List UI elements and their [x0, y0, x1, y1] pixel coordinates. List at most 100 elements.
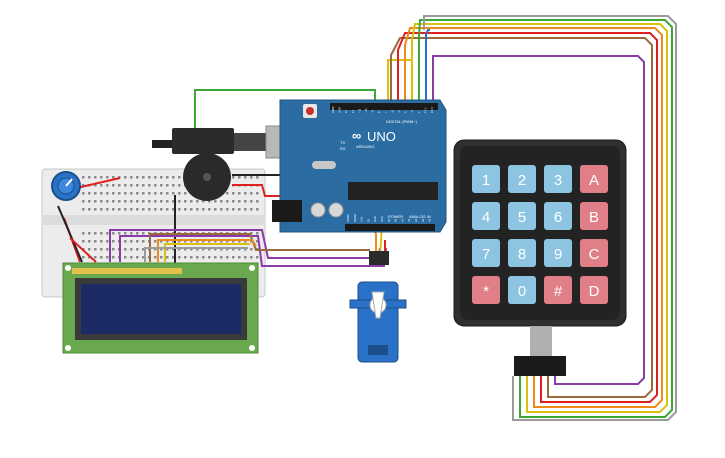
breadboard-hole: [232, 192, 235, 195]
keypad-key-D[interactable]: D: [580, 276, 608, 304]
breadboard-hole: [94, 176, 97, 179]
wire-keypad-5: [418, 19, 673, 418]
keypad-key-label: *: [483, 283, 489, 300]
breadboard-hole: [250, 200, 253, 203]
breadboard-hole: [154, 176, 157, 179]
breadboard-hole: [202, 208, 205, 211]
keypad-key-1[interactable]: 1: [472, 165, 500, 193]
keypad-key-B[interactable]: B: [580, 202, 608, 230]
pin-label: Vin: [387, 218, 391, 222]
keypad-key-A[interactable]: A: [580, 165, 608, 193]
breadboard-hole: [244, 208, 247, 211]
breadboard-hole: [136, 232, 139, 235]
breadboard-hole: [82, 200, 85, 203]
wire-keypad-4: [411, 23, 668, 413]
breadboard-hole: [232, 248, 235, 251]
wire-yellow-lcd: [164, 243, 250, 262]
breadboard-hole: [118, 200, 121, 203]
breadboard-hole: [160, 248, 163, 251]
breadboard-hole: [250, 248, 253, 251]
breadboard-hole: [238, 176, 241, 179]
breadboard-hole: [94, 208, 97, 211]
breadboard-hole: [256, 208, 259, 211]
breadboard-hole: [112, 200, 115, 203]
pin-label: RX 0: [430, 107, 434, 113]
pin-label: 7: [384, 111, 388, 113]
breadboard-hole: [184, 192, 187, 195]
breadboard-hole: [196, 208, 199, 211]
breadboard-hole: [112, 208, 115, 211]
keypad-key-label: 9: [554, 246, 562, 263]
breadboard-hole: [166, 176, 169, 179]
breadboard-hole: [178, 256, 181, 259]
breadboard-hole: [214, 256, 217, 259]
breadboard-hole: [190, 248, 193, 251]
power-label: POWER: [388, 214, 403, 219]
breadboard-hole: [256, 240, 259, 243]
keypad-key-2[interactable]: 2: [508, 165, 536, 193]
keypad-key-5[interactable]: 5: [508, 202, 536, 230]
keypad-key-#[interactable]: #: [544, 276, 572, 304]
breadboard-hole: [106, 200, 109, 203]
breadboard-hole: [154, 248, 157, 251]
breadboard-hole: [214, 248, 217, 251]
keypad-key-8[interactable]: 8: [508, 239, 536, 267]
keypad-key-6[interactable]: 6: [544, 202, 572, 230]
breadboard-hole: [130, 208, 133, 211]
breadboard-hole: [88, 232, 91, 235]
breadboard-hole: [160, 208, 163, 211]
breadboard-hole: [100, 184, 103, 187]
breadboard-hole: [142, 232, 145, 235]
pin-label: ~3: [410, 109, 414, 113]
breadboard-hole: [220, 256, 223, 259]
breadboard-hole: [190, 256, 193, 259]
keypad-key-4[interactable]: 4: [472, 202, 500, 230]
potentiometer[interactable]: [51, 171, 81, 201]
lcd-display-16x2[interactable]: [62, 262, 259, 354]
keypad-key-0[interactable]: 0: [508, 276, 536, 304]
breadboard-hole: [196, 240, 199, 243]
breadboard-hole: [226, 256, 229, 259]
tx-label: TX: [340, 140, 345, 145]
keypad-key-label: #: [554, 283, 563, 300]
wire-green-power: [194, 89, 376, 150]
breadboard-hole: [190, 200, 193, 203]
breadboard-hole: [154, 208, 157, 211]
lcd-screen: [81, 284, 241, 334]
breadboard-hole: [124, 256, 127, 259]
breadboard-hole: [142, 240, 145, 243]
keypad-key-*[interactable]: *: [472, 276, 500, 304]
breadboard-hole: [202, 248, 205, 251]
breadboard-hole: [100, 208, 103, 211]
breadboard-hole: [112, 176, 115, 179]
breadboard-hole: [100, 240, 103, 243]
breadboard-hole: [82, 184, 85, 187]
breadboard-hole: [184, 208, 187, 211]
breadboard-hole: [208, 240, 211, 243]
keypad-key-7[interactable]: 7: [472, 239, 500, 267]
keypad-key-9[interactable]: 9: [544, 239, 572, 267]
breadboard-hole: [160, 256, 163, 259]
breadboard-hole: [112, 248, 115, 251]
breadboard-hole: [142, 184, 145, 187]
breadboard-hole: [130, 232, 133, 235]
breadboard-hole: [220, 200, 223, 203]
breadboard-hole: [100, 248, 103, 251]
piezo-buzzer[interactable]: [183, 153, 231, 201]
breadboard-hole: [118, 184, 121, 187]
breadboard-hole: [112, 240, 115, 243]
breadboard-hole: [100, 232, 103, 235]
servo-motor[interactable]: [349, 251, 407, 363]
pin-label: IOREF: [346, 214, 350, 222]
arduino-uno-board[interactable]: ∞ UNO ARDUINO DIGITAL (PWM~) POWER ANALO…: [272, 99, 447, 233]
breadboard-hole: [160, 240, 163, 243]
keypad-key-3[interactable]: 3: [544, 165, 572, 193]
keypad-key-label: 4: [482, 209, 490, 226]
wire-keypad-6b: [432, 55, 645, 385]
breadboard-hole: [250, 208, 253, 211]
breadboard-hole: [196, 256, 199, 259]
keypad-key-C[interactable]: C: [580, 239, 608, 267]
arduino-infinity-logo: ∞: [352, 128, 361, 143]
